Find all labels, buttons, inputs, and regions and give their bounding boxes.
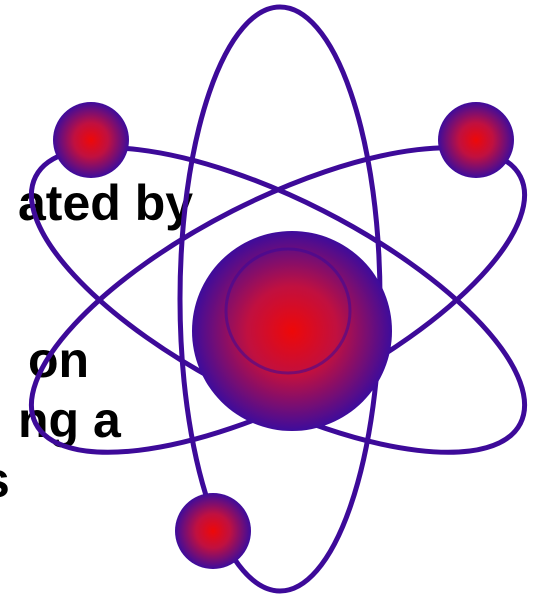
electron-top-right — [438, 102, 514, 178]
electron-top-left — [53, 102, 129, 178]
electron-bottom — [175, 493, 251, 569]
nucleus-sphere — [192, 231, 392, 431]
